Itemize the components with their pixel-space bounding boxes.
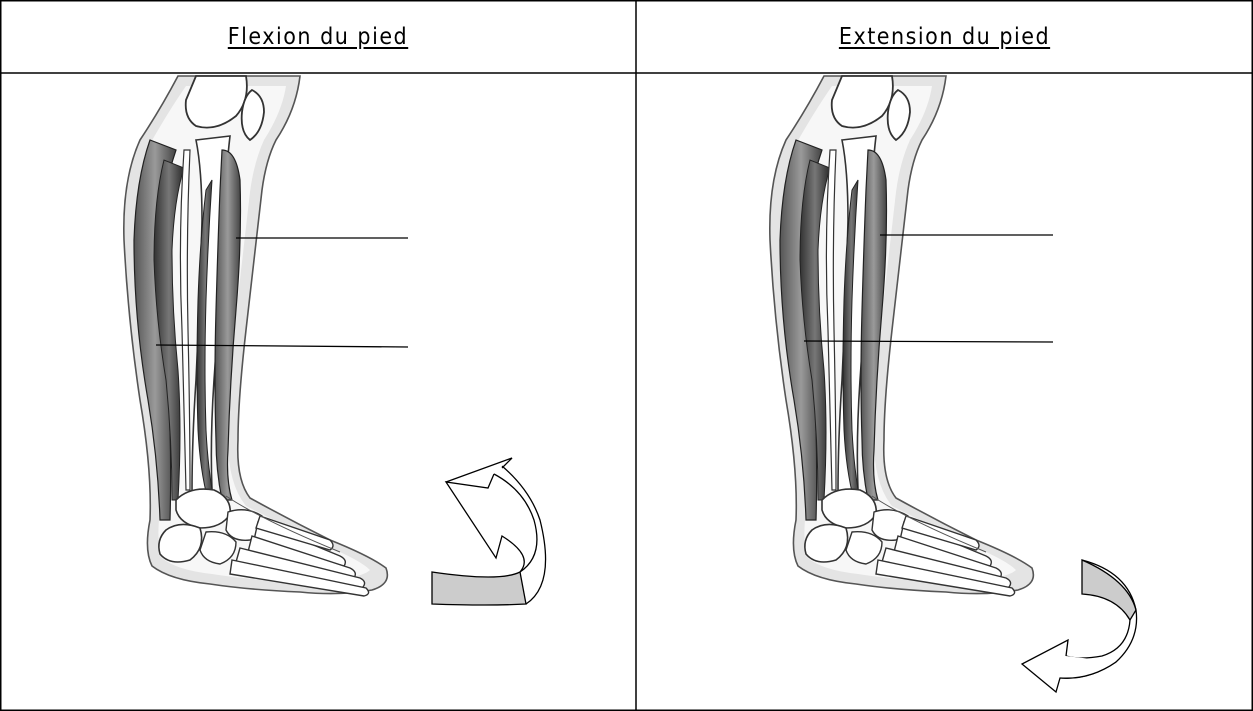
leg-flexion-illustration xyxy=(124,76,546,605)
extension-arrow-icon xyxy=(1022,560,1137,692)
leg-extension-illustration xyxy=(770,76,1137,692)
column-title-extension: Extension du pied xyxy=(636,0,1253,73)
flexion-arrow-icon xyxy=(432,456,546,605)
column-title-flexion: Flexion du pied xyxy=(0,0,636,73)
